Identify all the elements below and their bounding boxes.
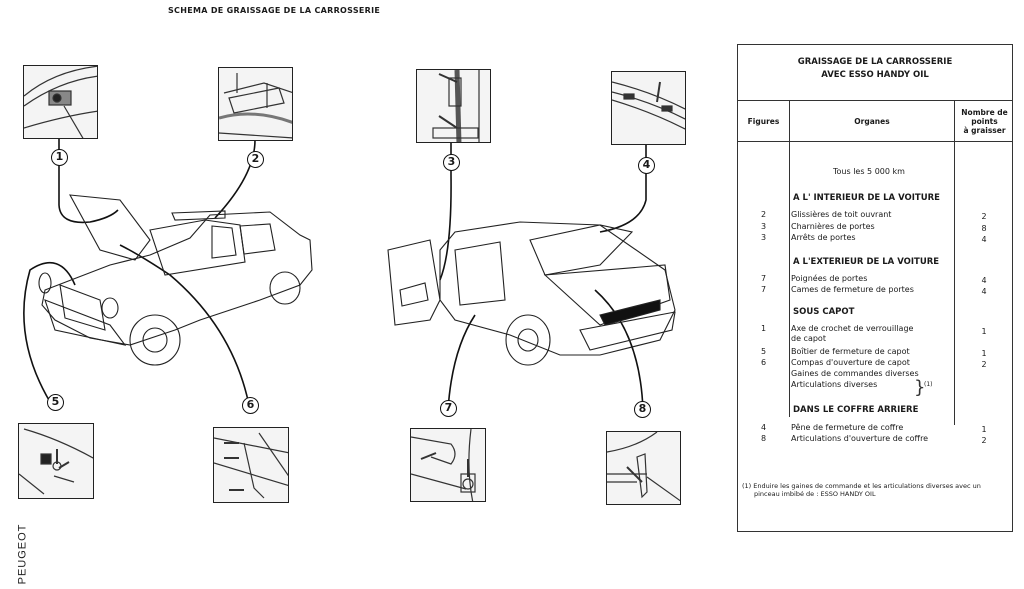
detail-view-7: [410, 428, 486, 502]
row-figure: 7: [760, 285, 767, 294]
trunk-latch-detail-icon: [612, 81, 685, 130]
hood-lock-box-detail-icon: [19, 428, 93, 495]
row-organe: Pêne de fermeture de coffre: [791, 423, 904, 432]
door-handle-detail-icon: [411, 429, 476, 501]
callout-4: 4: [638, 157, 655, 174]
row-organe: Axe de crochet de verrouillage de capot: [791, 324, 913, 344]
row-figure: 6: [760, 358, 767, 367]
lubrication-diagram: [23, 119, 676, 411]
callout-7: 7: [440, 400, 457, 417]
row-figure: 7: [760, 274, 767, 283]
column-divider: [789, 101, 790, 417]
callout-3: 3: [443, 154, 460, 171]
table-heading-line2: AVEC ESSO HANDY OIL: [821, 70, 929, 80]
row-organe: Gaines de commandes diverses: [791, 369, 919, 378]
row-points: 1: [981, 425, 987, 434]
row-points: 4: [981, 235, 987, 244]
callout-8: 8: [634, 401, 651, 418]
hood-stay-detail-icon: [214, 432, 288, 499]
row-figure: 8: [760, 434, 767, 443]
service-interval: Tous les 5 000 km: [833, 167, 905, 176]
table-heading: GRAISSAGE DE LA CARROSSERIE AVEC ESSO HA…: [738, 45, 1012, 101]
callout-6: 6: [242, 397, 259, 414]
row-figure: 2: [760, 210, 767, 219]
hood-hook-detail-icon: [24, 66, 97, 138]
row-figure: 4: [760, 423, 767, 432]
table-heading-line1: GRAISSAGE DE LA CARROSSERIE: [797, 57, 953, 67]
column-header-figures: Figures: [747, 116, 780, 126]
row-points: 1: [981, 327, 987, 336]
column-header-points: Nombre de points à graisser: [955, 101, 1014, 141]
row-organe: Charnières de portes: [791, 222, 875, 231]
detail-view-8: [606, 431, 681, 505]
leader-line-5: [23, 261, 76, 411]
header-divider: [738, 141, 1012, 142]
column-header-organes: Organes: [854, 116, 890, 126]
callout-1: 1: [51, 149, 68, 166]
row-figure: 3: [760, 222, 767, 231]
callout-2: 2: [247, 151, 264, 168]
column-header-points-l3: à graisser: [963, 125, 1006, 135]
detail-view-2: [218, 67, 293, 141]
footnote-line1: (1) Enduire les gaines de commande et le…: [742, 482, 981, 490]
row-organe: Articulations d'ouverture de coffre: [791, 434, 929, 443]
row-figure: 5: [760, 347, 767, 356]
detail-view-4: [611, 71, 686, 145]
trunk-hinge-detail-icon: [607, 432, 680, 502]
row-points: 8: [981, 224, 987, 233]
door-hinge-detail-icon: [432, 70, 480, 142]
column-header-points-l1: Nombre de: [961, 107, 1008, 117]
row-figure: 1: [760, 324, 767, 333]
detail-view-6: [213, 427, 289, 503]
section-title: DANS LE COFFRE ARRIERE: [793, 405, 919, 415]
column-header-points-l2: points: [971, 116, 998, 126]
column-divider: [954, 101, 955, 425]
row-organe: Cames de fermeture de portes: [791, 285, 914, 294]
rear-car-illustration: [387, 221, 676, 366]
row-points: 4: [981, 276, 987, 285]
row-organe-line1: Axe de crochet de verrouillage: [791, 324, 914, 333]
row-points: 1: [981, 349, 987, 358]
row-points: 2: [981, 212, 987, 221]
detail-view-5: [18, 423, 94, 499]
section-title: A L' INTERIEUR DE LA VOITURE: [793, 193, 940, 203]
document-title: SCHEMA DE GRAISSAGE DE LA CARROSSERIE: [168, 6, 381, 15]
row-organe: Articulations diverses: [791, 380, 878, 389]
row-organe-line2: de capot: [791, 334, 826, 343]
leader-line-7: [447, 314, 476, 411]
footnote-ref: (1): [924, 381, 933, 388]
row-organe: Glissières de toit ouvrant: [791, 210, 892, 219]
row-organe: Boîtier de fermeture de capot: [791, 347, 910, 356]
leader-line-6: [119, 244, 251, 411]
row-points: 2: [981, 436, 987, 445]
section-title: SOUS CAPOT: [793, 307, 855, 317]
brace-icon: }: [914, 377, 926, 398]
leader-line-1: [58, 119, 119, 224]
row-organe: Poignées de portes: [791, 274, 868, 283]
detail-view-3: [416, 69, 491, 143]
footnote: (1) Enduire les gaines de commande et le…: [738, 482, 1010, 498]
lubrication-table: GRAISSAGE DE LA CARROSSERIE AVEC ESSO HA…: [737, 44, 1013, 532]
row-figure: 3: [760, 233, 767, 242]
row-points: 4: [981, 287, 987, 296]
detail-view-1: [23, 65, 98, 139]
leader-line-2: [214, 119, 256, 219]
row-organe: Compas d'ouverture de capot: [791, 358, 910, 367]
row-points: 2: [981, 360, 987, 369]
row-organe: Arrêts de portes: [791, 233, 856, 242]
sunroof-slide-detail-icon: [219, 73, 292, 139]
front-car-illustration: [38, 194, 313, 366]
section-title: A L'EXTERIEUR DE LA VOITURE: [793, 257, 940, 267]
leader-line-3: [439, 119, 452, 281]
callout-5: 5: [47, 394, 64, 411]
footnote-line2: pinceau imbibé de : ESSO HANDY OIL: [754, 490, 876, 498]
